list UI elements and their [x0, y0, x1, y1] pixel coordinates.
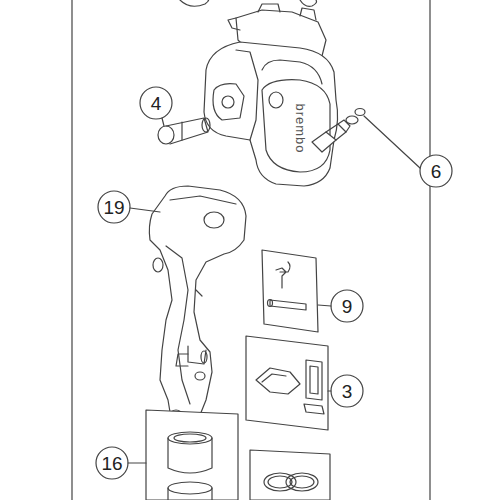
- callout-number: 9: [342, 297, 353, 316]
- brand-logo-text: brembo: [293, 103, 306, 153]
- caliper-bracket: [149, 186, 246, 430]
- frame-line: [429, 0, 430, 500]
- pad-kit-card: [246, 336, 328, 430]
- piston-kit-card: [146, 410, 238, 500]
- callout-number: 4: [151, 94, 162, 113]
- caliper-pin: [158, 118, 210, 144]
- top-part: [180, 0, 209, 6]
- frame-line: [71, 0, 72, 500]
- pin-kit-card: [262, 250, 318, 332]
- callout-number: 3: [342, 382, 353, 401]
- top-part: [300, 0, 317, 6]
- seal-kit-card: [250, 450, 330, 500]
- callout-number: 16: [101, 454, 122, 473]
- callout-markers: [96, 87, 452, 479]
- bleeder-screw: [312, 109, 365, 153]
- caliper: [204, 4, 338, 186]
- callout-number: 19: [103, 198, 124, 217]
- callout-number: 6: [431, 162, 442, 181]
